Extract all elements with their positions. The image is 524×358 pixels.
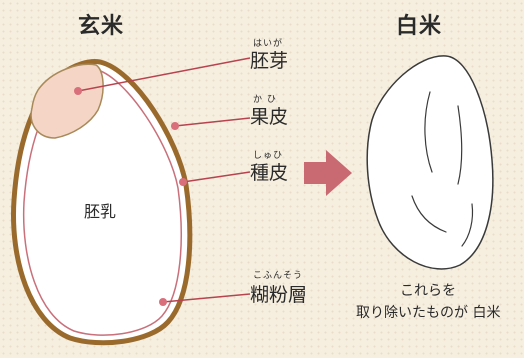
white-rice-title: 白米	[396, 14, 443, 39]
transform-arrow	[304, 150, 352, 196]
white-rice-caption-line2: 取り除いたものが 白米	[356, 305, 501, 321]
aleurone-leader-line	[162, 293, 251, 303]
embryo-ruby: はいが	[253, 39, 284, 49]
pericarp-leader-line	[174, 117, 251, 127]
pericarp-leader-dot	[171, 122, 179, 130]
white-rice-crease-2	[457, 105, 463, 185]
white-rice-crease-1	[424, 91, 433, 173]
seed-coat-label: 種皮	[250, 162, 289, 184]
embryo-leader-line	[77, 57, 251, 92]
endosperm-label: 胚乳	[84, 202, 117, 221]
white-rice-crease-3	[411, 195, 447, 233]
white-rice-caption-line1: これらを	[400, 283, 456, 299]
embryo-leader-dot	[74, 87, 82, 95]
seed-coat-leader-dot	[179, 178, 187, 186]
aleurone-ruby: こふんそう	[253, 271, 304, 281]
aleurone-leader-dot	[159, 298, 167, 306]
seed-coat-leader-line	[182, 171, 251, 183]
pericarp-ruby: か ひ	[253, 95, 277, 105]
white-rice-crease-4	[461, 203, 474, 247]
embryo-label: 胚芽	[250, 50, 289, 72]
pericarp-label: 果皮	[250, 106, 289, 128]
brown-rice-title: 玄米	[78, 14, 125, 39]
seed-coat-ruby: しゅひ	[253, 151, 284, 161]
aleurone-label: 糊粉層	[250, 284, 308, 306]
embryo-shape	[30, 63, 104, 139]
white-rice-grain	[366, 55, 494, 270]
